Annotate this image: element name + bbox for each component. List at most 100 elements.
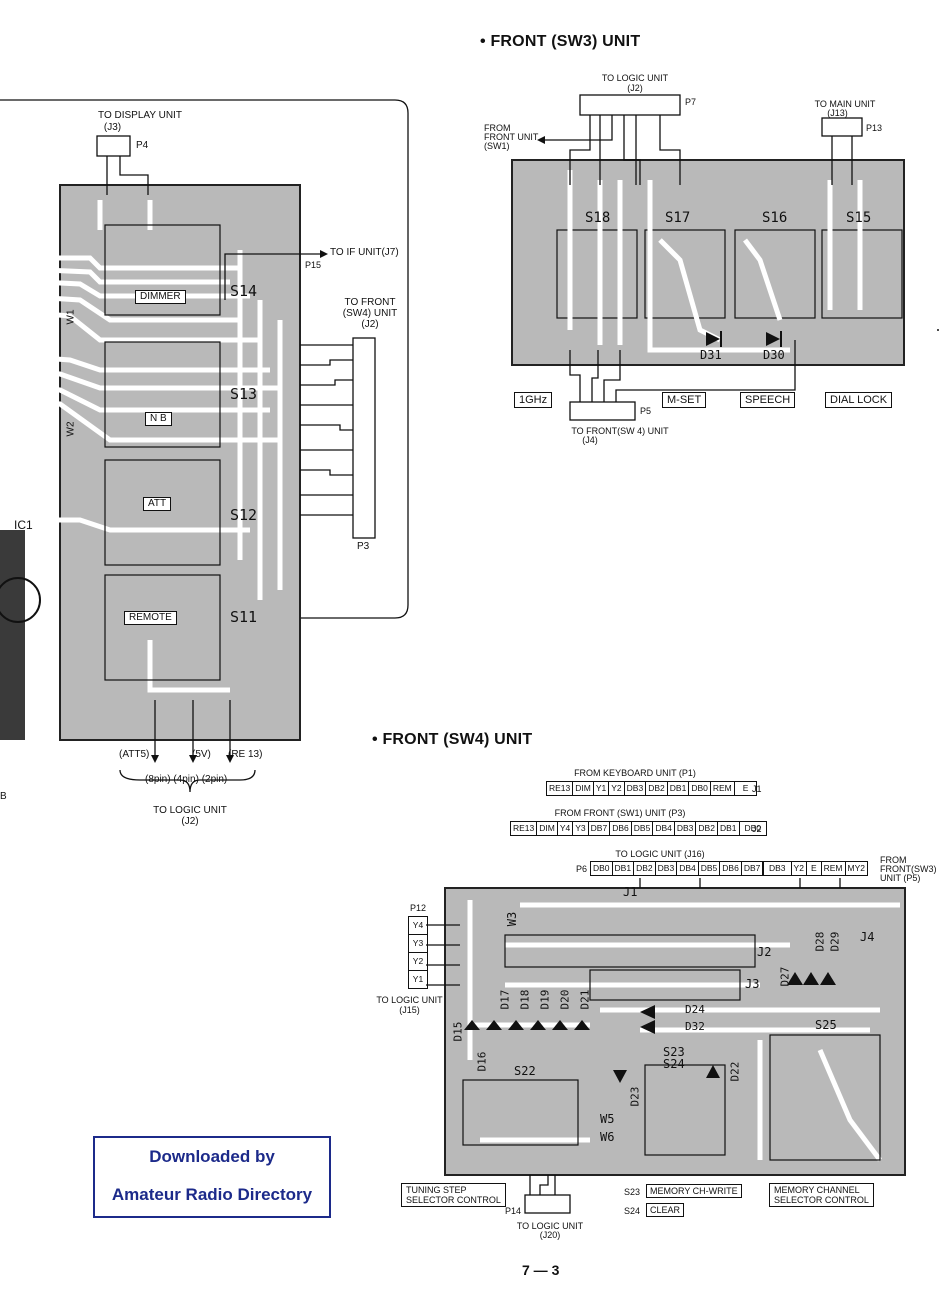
j4-pin: Y2 (792, 862, 807, 875)
sw4-diode-d29: D29 (828, 931, 842, 952)
sw4-board-j2: J2 (757, 945, 772, 959)
sw3-from-front-3: (SW1) (484, 141, 510, 151)
sw4-to-logic-j20: TO LOGIC UNIT (516, 1221, 584, 1231)
j1-pin: E (742, 783, 749, 793)
sw4-memory-line1: MEMORY CHANNEL (774, 1185, 860, 1195)
sw4-diode-d22: D22 (728, 1061, 742, 1082)
left-switch-s14: S14 (230, 282, 258, 300)
left-to-logic-jack: (J2) (181, 816, 199, 827)
p6-pin: DB3 (656, 862, 678, 875)
p6-pin: DB2 (634, 862, 656, 875)
sw4-diode-d15: D15 (451, 1021, 465, 1042)
j2-pin: DB1 (718, 822, 740, 835)
sw4-memory-line2: SELECTOR CONTROL (774, 1195, 869, 1205)
sw3-switch-s17: S17 (665, 210, 691, 226)
left-switch-s12: S12 (230, 506, 258, 524)
p12-pin: Y1 (412, 974, 424, 984)
sw4-j2-pins: RE13 DIM Y4 Y3 DB7 DB6 DB5 DB4 DB3 DB2 D… (510, 821, 768, 836)
j1-pin: DB1 (668, 782, 690, 795)
sw4-p6-pins: DB0 DB1 DB2 DB3 DB4 DB5 DB6 DB7 (590, 861, 764, 876)
sw4-to-logic-j15: TO LOGIC UNIT (376, 995, 443, 1005)
j1-pin: Y2 (609, 782, 625, 795)
left-w1-label: W1 (65, 309, 77, 325)
left-switch-att: ATT (143, 497, 172, 511)
sw4-from-front-sw3-1: FROM (880, 855, 907, 865)
sw3-to-logic-label: TO LOGIC UNIT (601, 73, 669, 83)
sw4-board-j3: J3 (745, 977, 760, 991)
j2-pin: DB7 (589, 822, 611, 835)
left-to-front-1: TO FRONT (344, 297, 396, 308)
left-to-display-label: TO DISPLAY UNIT (98, 110, 182, 121)
sw4-board-j4: J4 (860, 930, 875, 944)
j2-pin: Y4 (558, 822, 574, 835)
sw3-to-main-jack: (J13) (827, 108, 848, 118)
sw3-button-m-set: M-SET (662, 392, 707, 408)
j4-pin: MY2 (847, 863, 865, 873)
left-to-front-3: (J2) (361, 319, 379, 330)
sw4-s24-label: S24 (624, 1206, 641, 1216)
sw3-from-front-2: FRONT UNIT (484, 132, 539, 142)
sw4-diode-d16: D16 (475, 1051, 489, 1072)
sw3-to-main-label: TO MAIN UNIT (814, 99, 876, 109)
p6-pin: DB5 (699, 862, 721, 875)
left-signal-re13: (RE 13) (228, 749, 263, 760)
p12-pin: Y4 (409, 917, 427, 935)
left-switch-s11: S11 (230, 608, 258, 626)
sw3-button-dial-lock: DIAL LOCK (825, 392, 893, 408)
sw4-to-logic-j15-jack: (J15) (399, 1005, 420, 1015)
left-signal-5v: (5V) (192, 749, 211, 760)
sw3-pcb (511, 159, 905, 366)
sw3-switch-s18: S18 (585, 210, 611, 226)
j4-pin: E (807, 862, 822, 875)
sw3-switch-s15: S15 (846, 210, 872, 226)
p6-pin: DB4 (677, 862, 699, 875)
left-switch-s13: S13 (230, 385, 258, 403)
j2-pin: DB0 (744, 823, 762, 833)
j1-pin: DB2 (646, 782, 668, 795)
j2-pin: DIM (537, 822, 558, 835)
sw3-title: • FRONT (SW3) UNIT (480, 33, 641, 50)
sw4-memory-box: MEMORY CHANNEL SELECTOR CONTROL (769, 1183, 874, 1207)
left-p3-label: P3 (357, 541, 370, 552)
left-switch-nb: N B (145, 412, 172, 426)
sw4-j1-label: J1 (752, 784, 762, 794)
sw4-board-s22: S22 (514, 1064, 536, 1078)
sw3-diode-d31: D31 (700, 348, 722, 362)
left-p4-label: P4 (136, 140, 149, 151)
sw3-button-1ghz: 1GHz (514, 392, 553, 408)
left-to-front-2: (SW4) UNIT (342, 308, 398, 319)
sw4-diode-d19: D19 (538, 989, 552, 1010)
sw4-from-front-sw1: FROM FRONT (SW1) UNIT (P3) (554, 808, 686, 818)
left-switch-remote: REMOTE (124, 611, 177, 625)
j2-pin: DB4 (653, 822, 675, 835)
sw4-tuning-line1: TUNING STEP (406, 1185, 467, 1195)
sw4-p6-label: P6 (576, 864, 588, 874)
sw4-tuning-box: TUNING STEP SELECTOR CONTROL (401, 1183, 506, 1207)
sw4-board-w5: W5 (600, 1112, 615, 1126)
j1-pin: DIM (573, 782, 594, 795)
p6-pin: DB0 (591, 862, 613, 875)
sw4-from-front-sw3-2: FRONT(SW3) (880, 864, 937, 874)
sw4-j2-label: J2 (752, 824, 762, 834)
j2-pin: DB2 (696, 822, 718, 835)
sw4-tuning-line2: SELECTOR CONTROL (406, 1195, 501, 1205)
sw4-s23-text: MEMORY CH-WRITE (646, 1184, 742, 1198)
p6-pin: DB6 (720, 862, 742, 875)
sw4-board-s25: S25 (815, 1018, 837, 1032)
sw4-s23-label: S23 (624, 1187, 641, 1197)
downloaded-by-stamp: Downloaded by Amateur Radio Directory (93, 1136, 331, 1218)
sw3-diode-d30: D30 (763, 348, 785, 362)
sw3-from-front-1: FROM (484, 123, 511, 133)
sw4-from-keyboard: FROM KEYBOARD UNIT (P1) (574, 768, 696, 778)
sw4-j4-pins: DB3 Y2 E REM MY2 (763, 861, 868, 876)
sw4-diode-d20: D20 (558, 989, 572, 1010)
sw4-board-s24: S24 (663, 1057, 685, 1071)
sw4-p14-label: P14 (505, 1206, 522, 1216)
left-ic1-label: IC1 (14, 518, 33, 532)
sw4-diode-d28: D28 (813, 931, 827, 952)
left-to-if-label: TO IF UNIT(J7) (330, 247, 399, 258)
j2-pin: Y3 (573, 822, 589, 835)
sw3-p7-label: P7 (685, 97, 697, 107)
left-signal-att5: (ATT5) (119, 749, 150, 760)
sw3-button-speech: SPEECH (740, 392, 796, 408)
